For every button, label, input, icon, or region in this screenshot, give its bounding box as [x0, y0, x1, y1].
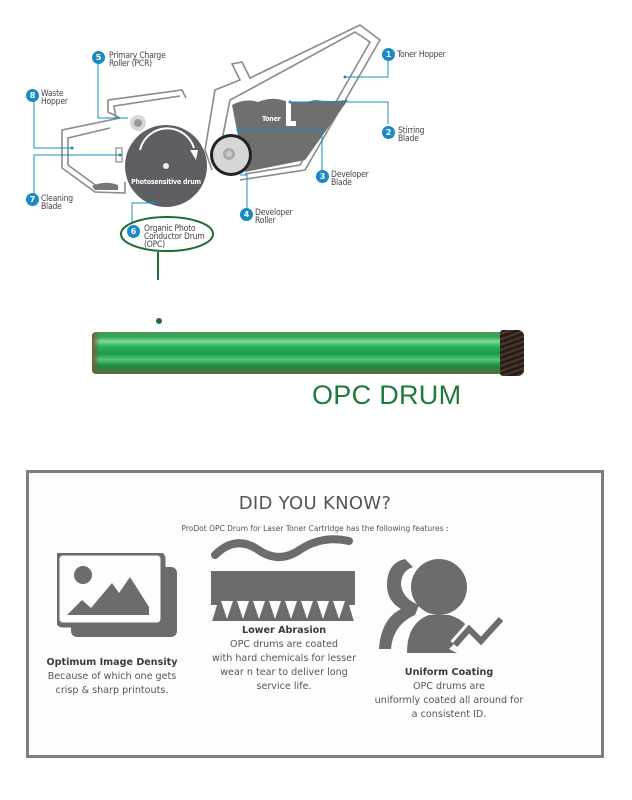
callout-opc-drum: Organic Photo Conductor Drum (OPC) [144, 224, 205, 250]
feature-desc-line: OPC drums are [412, 681, 486, 692]
callout-badge-2: 2 [382, 126, 395, 139]
callout-toner-hopper: Toner Hopper [397, 50, 446, 60]
callout-developer-blade: Developer Blade [331, 170, 369, 188]
callout-badge-1: 1 [382, 48, 395, 61]
feature-title: Lower Abrasion [241, 625, 327, 636]
feature-desc-line: Because of which one gets [47, 671, 177, 682]
pointer-dot [156, 318, 162, 324]
panel-heading: DID YOU KNOW? [238, 493, 392, 514]
callout-primary-charge-roller: Primary Charge Roller (PCR) [109, 51, 166, 69]
feature-title: Uniform Coating [404, 667, 494, 678]
callout-badge-7: 7 [26, 193, 39, 206]
feature-desc-line: service life. [256, 681, 312, 692]
image-stack-icon [57, 553, 177, 637]
feature-desc-line: with hard chemicals for lesser [211, 653, 357, 664]
cartridge-diagram: Photosensitive drum Toner 1 Toner Hopper… [0, 0, 632, 320]
callout-waste-hopper: Waste Hopper [41, 89, 68, 107]
callout-cleaning-blade: Cleaning Blade [41, 194, 73, 212]
uniform-coating-icon [379, 559, 506, 653]
feature-desc-line: uniformly coated all around for [374, 695, 524, 706]
cartridge-cross-section-drawing [33, 24, 389, 320]
toner-label: Toner [262, 115, 281, 123]
callout-developer-roller: Developer Roller [255, 208, 293, 226]
callout-badge-5: 5 [92, 51, 105, 64]
feature-desc-line: OPC drums are coated [230, 639, 338, 650]
callout-badge-3: 3 [316, 170, 329, 183]
panel-subtitle: ProDot OPC Drum for Laser Toner Cartridg… [181, 524, 449, 533]
product-title: OPC DRUM [312, 380, 462, 410]
drum-label: Photosensitive drum [131, 178, 201, 186]
callout-badge-4: 4 [240, 208, 253, 221]
drum-end-cap [92, 332, 100, 374]
callout-badge-6: 6 [127, 225, 140, 238]
feature-desc-line: wear n tear to deliver long [220, 667, 348, 678]
feature-desc-line: a consistent ID. [411, 709, 487, 720]
feature-title: Optimum Image Density [46, 657, 178, 668]
did-you-know-panel: DID YOU KNOW? ProDot OPC Drum for Laser … [26, 470, 604, 758]
callout-badge-8: 8 [26, 89, 39, 102]
feature-desc-line: crisp & sharp printouts. [55, 685, 169, 696]
drum-gear [500, 330, 524, 376]
abrasion-icon [211, 535, 355, 627]
callout-stirring-blade: Stirring Blade [398, 126, 425, 144]
opc-drum-photo [92, 332, 516, 374]
